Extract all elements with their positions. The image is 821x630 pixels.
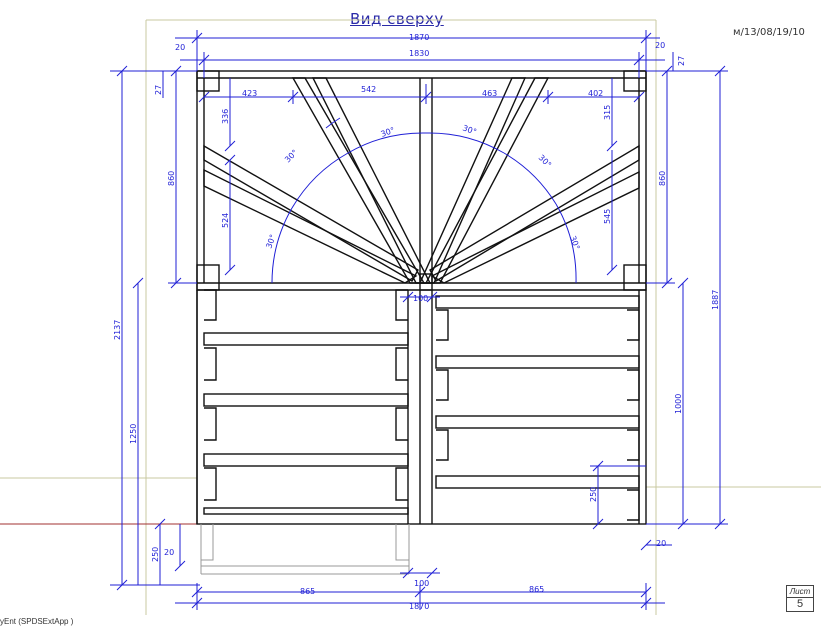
dim-right-1887: 1887 [711,290,720,310]
dim-v-315: 315 [603,105,612,120]
dim-left-250: 250 [151,547,160,562]
dim-seg-463: 463 [482,89,497,98]
landing-sketch [200,524,410,575]
sheet-label: Лист [787,586,813,598]
status-note: yEnt (SPDSExtApp ) [0,617,74,626]
dim-mid-100-bottom: 100 [414,579,429,588]
angle-3: 30° [380,126,396,139]
dim-top-total: 1870 [409,33,429,42]
dim-left-27: 27 [154,85,163,95]
dim-bottom-865-left: 865 [300,587,315,596]
dim-top-left-offset: 20 [175,43,185,52]
dim-right-860: 860 [658,171,667,186]
dim-bottom-total: 1870 [409,602,429,611]
angle-2: 30° [283,148,299,164]
dim-bottom-865-right: 865 [529,585,544,594]
dim-seg-402: 402 [588,89,603,98]
dim-right-250: 250 [589,487,598,502]
dim-left-1250: 1250 [129,424,138,444]
dim-seg-542: 542 [361,85,376,94]
sheet-number: 5 [796,598,804,610]
dim-left-20: 20 [164,548,174,557]
dimension-lines [110,30,728,610]
stair-structure [196,70,647,525]
dim-left-2137: 2137 [113,320,122,340]
dim-top-right-offset: 20 [655,41,665,50]
dim-left-860: 860 [167,171,176,186]
dim-v-336: 336 [221,109,230,124]
dim-v-524: 524 [221,213,230,228]
sheet-frame [0,19,821,615]
dim-right-20: 20 [656,539,666,548]
dim-top-inner: 1830 [409,49,429,58]
angle-5: 30° [537,153,553,169]
dim-right-27: 27 [677,56,686,66]
dim-v-545: 545 [603,209,612,224]
dim-mid-100-top: 100 [413,294,428,303]
dim-seg-423: 423 [242,89,257,98]
drawing-code: м/13/08/19/10 [733,27,805,38]
angle-4: 30° [461,123,477,136]
view-title: Вид сверху [350,10,444,28]
angle-6: 30° [568,235,581,251]
dim-right-1000: 1000 [674,394,683,414]
sheet-box: Лист 5 [786,585,814,612]
dimension-labels: 1870 1830 20 20 423 542 463 402 100 100 … [113,33,720,611]
